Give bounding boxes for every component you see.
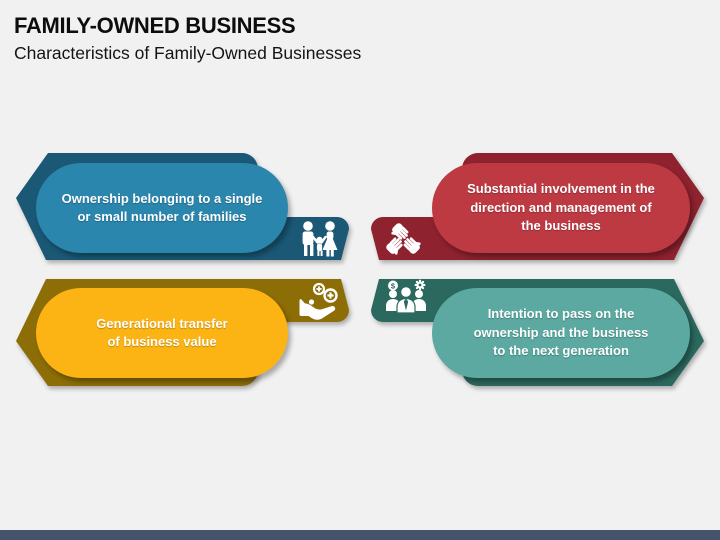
gear-icon bbox=[414, 279, 426, 291]
page-subtitle: Characteristics of Family-Owned Business… bbox=[14, 42, 362, 63]
card-involvement-text: Substantial involvement in the direction… bbox=[467, 181, 655, 234]
card-succession-text: Intention to pass on the ownership and t… bbox=[473, 306, 649, 359]
family-icon bbox=[302, 221, 338, 257]
card-ownership-pill: Ownership belonging to a single or small… bbox=[36, 163, 288, 253]
svg-text:$: $ bbox=[391, 281, 396, 290]
card-ownership: Ownership belonging to a single or small… bbox=[14, 152, 352, 262]
title-block: FAMILY-OWNED BUSINESS Characteristics of… bbox=[14, 12, 361, 64]
card-succession: $ Intention to pass on the ownership and… bbox=[368, 277, 706, 387]
footer-bar bbox=[0, 530, 720, 540]
card-transfer: Generational transfer of business value bbox=[14, 277, 352, 387]
team-money-gear-icon: $ bbox=[386, 279, 426, 314]
card-transfer-pill: Generational transfer of business value bbox=[36, 288, 288, 378]
page-title: FAMILY-OWNED BUSINESS bbox=[14, 13, 296, 38]
hand-giving-coins-icon bbox=[299, 282, 338, 320]
card-involvement-pill: Substantial involvement in the direction… bbox=[432, 163, 690, 253]
card-ownership-text: Ownership belonging to a single or small… bbox=[61, 190, 263, 224]
card-involvement: Substantial involvement in the direction… bbox=[368, 152, 706, 262]
card-transfer-text: Generational transfer of business value bbox=[96, 315, 228, 349]
card-succession-pill: Intention to pass on the ownership and t… bbox=[432, 288, 690, 378]
